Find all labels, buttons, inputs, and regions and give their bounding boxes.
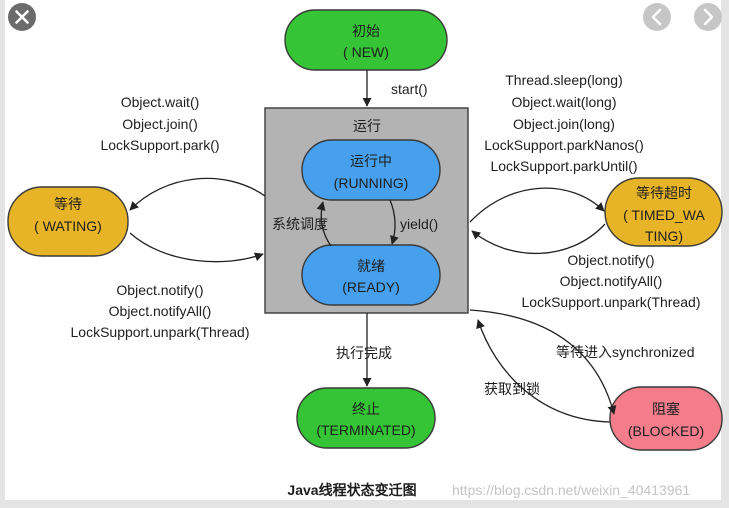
- state-new-name: 初始: [352, 23, 380, 39]
- edge-from-waiting-label-2: Object.notifyAll(): [109, 303, 212, 319]
- state-running-label: (RUNNING): [334, 175, 409, 191]
- state-blocked: 阻塞 (BLOCKED): [609, 386, 723, 451]
- edge-to-timed-waiting-label-3: Object.join(long): [513, 116, 615, 132]
- state-ready-name: 就绪: [357, 258, 385, 274]
- state-blocked-label: (BLOCKED): [628, 423, 704, 439]
- state-waiting-label: ( WATING): [34, 218, 102, 234]
- edge-yield: [389, 199, 399, 245]
- state-blocked-name: 阻塞: [652, 401, 680, 417]
- close-button[interactable]: [8, 3, 36, 31]
- chevron-left-icon[interactable]: [651, 8, 662, 26]
- state-running-name: 运行中: [350, 153, 392, 169]
- state-timed-waiting-name: 等待超时: [636, 185, 692, 201]
- edge-to-waiting-label-2: Object.join(): [122, 116, 197, 132]
- edge-from-waiting-label-1: Object.notify(): [116, 282, 203, 298]
- state-ready: 就绪 (READY): [301, 244, 441, 306]
- edge-from-timed-waiting-label-1: Object.notify(): [567, 252, 654, 268]
- edge-to-blocked-label: 等待进入synchronized: [556, 344, 695, 360]
- edge-schedule: [316, 201, 332, 247]
- next-image-button-bg[interactable]: [694, 3, 722, 31]
- state-terminated-label: (TERMINATED): [316, 422, 415, 438]
- state-timed-waiting: 等待超时 ( TIMED_WA TING): [604, 177, 723, 247]
- edge-yield-label: yield(): [400, 216, 438, 232]
- edge-from-timed-waiting: [471, 223, 606, 255]
- next-image-button[interactable]: [694, 3, 722, 31]
- state-new-shape: [284, 9, 448, 71]
- state-new-label: ( NEW): [343, 44, 389, 60]
- watermark: https://blog.csdn.net/weixin_40413961: [452, 482, 690, 498]
- edge-from-waiting-label-3: LockSupport.unpark(Thread): [71, 324, 250, 340]
- edge-to-blocked: [469, 309, 617, 415]
- edge-finish-label: 执行完成: [336, 345, 392, 361]
- state-timed-waiting-label-line2: TING): [645, 228, 683, 244]
- chevron-right-icon[interactable]: [703, 8, 714, 26]
- previous-image-button-bg[interactable]: [643, 3, 671, 31]
- state-terminated-shape: [296, 387, 436, 449]
- edge-to-timed-waiting-label-5: LockSupport.parkUntil(): [490, 158, 637, 174]
- running-group-title: 运行: [353, 118, 381, 134]
- state-running: 运行中 (RUNNING): [301, 139, 441, 201]
- state-waiting-name: 等待: [54, 196, 82, 212]
- edge-from-waiting: [129, 232, 264, 263]
- edge-to-waiting-label-1: Object.wait(): [121, 94, 200, 110]
- state-timed-waiting-shape: [604, 177, 723, 247]
- state-new: 初始 ( NEW): [284, 9, 448, 71]
- edge-start-label: start(): [391, 81, 428, 97]
- state-running-shape: [301, 139, 441, 201]
- state-terminated-name: 终止: [352, 401, 380, 417]
- edge-schedule-label: 系统调度: [272, 216, 328, 232]
- state-timed-waiting-label-line1: ( TIMED_WA: [623, 207, 705, 223]
- diagram-caption: Java线程状态变迁图: [287, 482, 416, 498]
- edge-to-timed-waiting-label-1: Thread.sleep(long): [505, 72, 623, 88]
- edge-to-timed-waiting-label-2: Object.wait(long): [511, 94, 616, 110]
- edge-from-blocked-label: 获取到锁: [484, 381, 540, 397]
- previous-image-button[interactable]: [643, 3, 671, 31]
- edge-to-waiting-label-3: LockSupport.park(): [100, 137, 219, 153]
- edge-from-blocked: [476, 319, 611, 423]
- state-waiting: 等待 ( WATING): [7, 186, 129, 257]
- edge-to-timed-waiting-label-4: LockSupport.parkNanos(): [484, 137, 644, 153]
- state-terminated: 终止 (TERMINATED): [296, 387, 436, 449]
- state-blocked-shape: [609, 386, 723, 451]
- close-icon[interactable]: [15, 10, 29, 24]
- edge-from-timed-waiting-label-2: Object.notifyAll(): [560, 273, 663, 289]
- state-ready-label: (READY): [342, 279, 400, 295]
- edge-to-timed-waiting: [469, 187, 605, 223]
- edge-from-timed-waiting-label-3: LockSupport.unpark(Thread): [522, 294, 701, 310]
- edge-to-waiting: [129, 177, 266, 211]
- state-ready-shape: [301, 244, 441, 306]
- state-waiting-shape: [7, 186, 129, 257]
